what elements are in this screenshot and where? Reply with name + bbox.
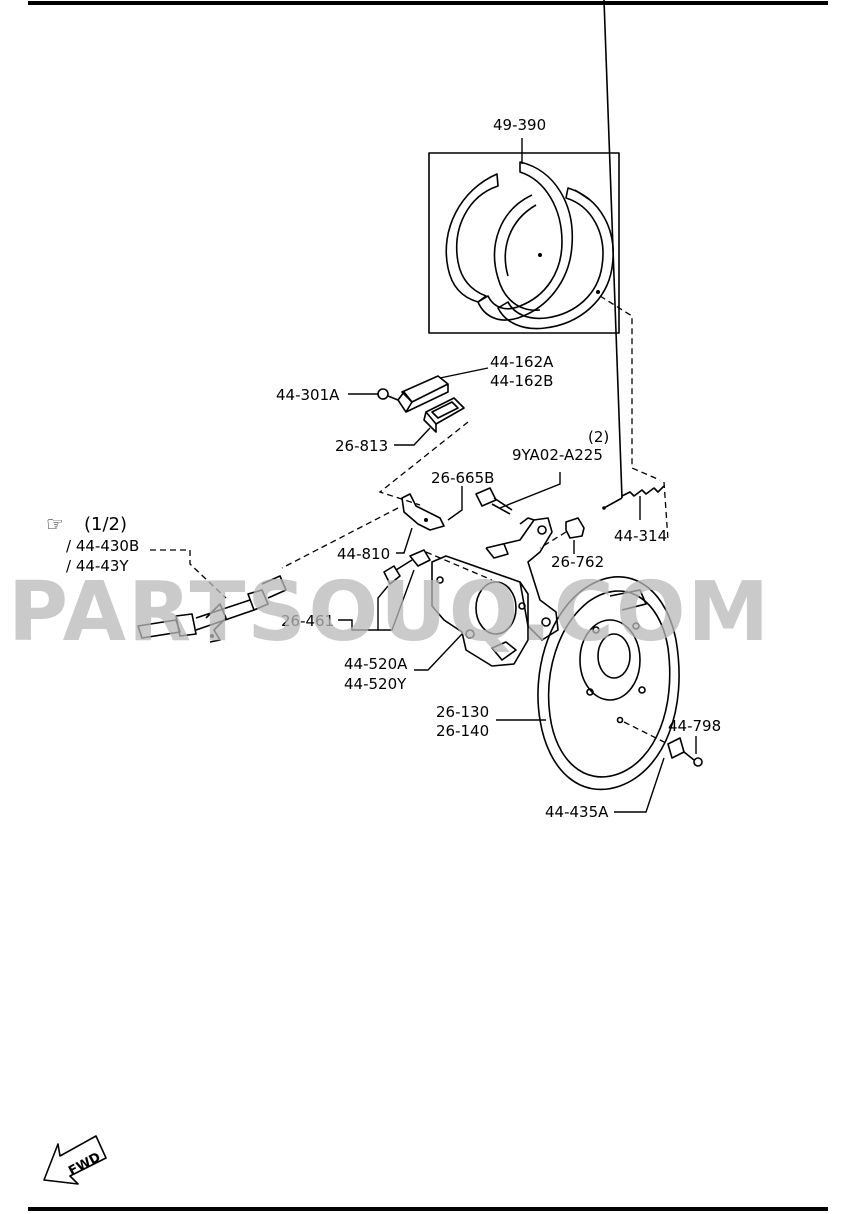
label-9YA02-qty: (2): [588, 428, 609, 446]
label-49-390: 49-390: [493, 116, 546, 134]
ref-44-430B[interactable]: / 44-430B: [66, 537, 139, 555]
brake-shoe-set[interactable]: [428, 152, 620, 334]
leader-26-665B: [447, 486, 463, 521]
brake-disc[interactable]: [537, 576, 680, 791]
label-44-520A: 44-520A: [344, 655, 408, 673]
leader-44-810: [396, 527, 413, 554]
label-26-130: 26-130: [436, 703, 489, 721]
fwd-arrow: FWD: [43, 1135, 107, 1185]
lever-44-810[interactable]: [401, 493, 445, 531]
parking-cable[interactable]: [137, 575, 287, 643]
label-44-798: 44-798: [668, 717, 721, 735]
caliper-bracket[interactable]: [431, 517, 559, 667]
label-26-813: 26-813: [335, 437, 388, 455]
leader-44-162: [439, 367, 489, 379]
label-9YA02-A225: 9YA02-A225: [512, 446, 603, 464]
watermark: PARTSOUQ.COM: [8, 565, 771, 660]
label-44-301A: 44-301A: [276, 386, 340, 404]
shim-plate[interactable]: [397, 375, 449, 413]
dash-cable-ref: [150, 549, 227, 599]
dash-pad-to-caliper: [378, 421, 469, 506]
pad-26-813[interactable]: [423, 397, 465, 433]
screw-44-301A[interactable]: [377, 388, 399, 401]
leader-26-461: [338, 585, 389, 631]
ref-page[interactable]: (1/2): [84, 514, 127, 535]
bushing-26-461[interactable]: [383, 549, 431, 585]
label-44-314: 44-314: [614, 527, 667, 545]
leader-26-461b: [378, 569, 415, 631]
ref-44-43Y[interactable]: / 44-43Y: [66, 557, 129, 575]
cap-26-762[interactable]: [565, 517, 585, 539]
dash-bushing: [425, 551, 493, 581]
label-26-665B: 26-665B: [431, 469, 494, 487]
fwd-label: FWD: [66, 1150, 103, 1179]
leader-44-435A: [614, 757, 665, 813]
spring-44-314[interactable]: [602, 0, 665, 510]
leader-26-813: [394, 427, 431, 446]
label-26-762: 26-762: [551, 553, 604, 571]
dash-lever-to-cable: [281, 507, 399, 569]
ref-symbol: ☞: [46, 512, 64, 536]
label-26-461: 26-461: [281, 612, 334, 630]
dash-shoe-to-spring: [599, 295, 661, 481]
label-44-162B: 44-162B: [490, 372, 553, 390]
dash-clip: [623, 721, 669, 745]
leader-9YA02: [499, 472, 561, 509]
label-44-520Y: 44-520Y: [344, 675, 407, 693]
leader-44-520: [414, 633, 463, 671]
clip-44-798[interactable]: [667, 737, 703, 767]
bolt-26-665B[interactable]: [475, 487, 513, 515]
label-44-435A: 44-435A: [545, 803, 609, 821]
label-44-810: 44-810: [337, 545, 390, 563]
label-44-162A: 44-162A: [490, 353, 554, 371]
label-26-140: 26-140: [436, 722, 489, 740]
